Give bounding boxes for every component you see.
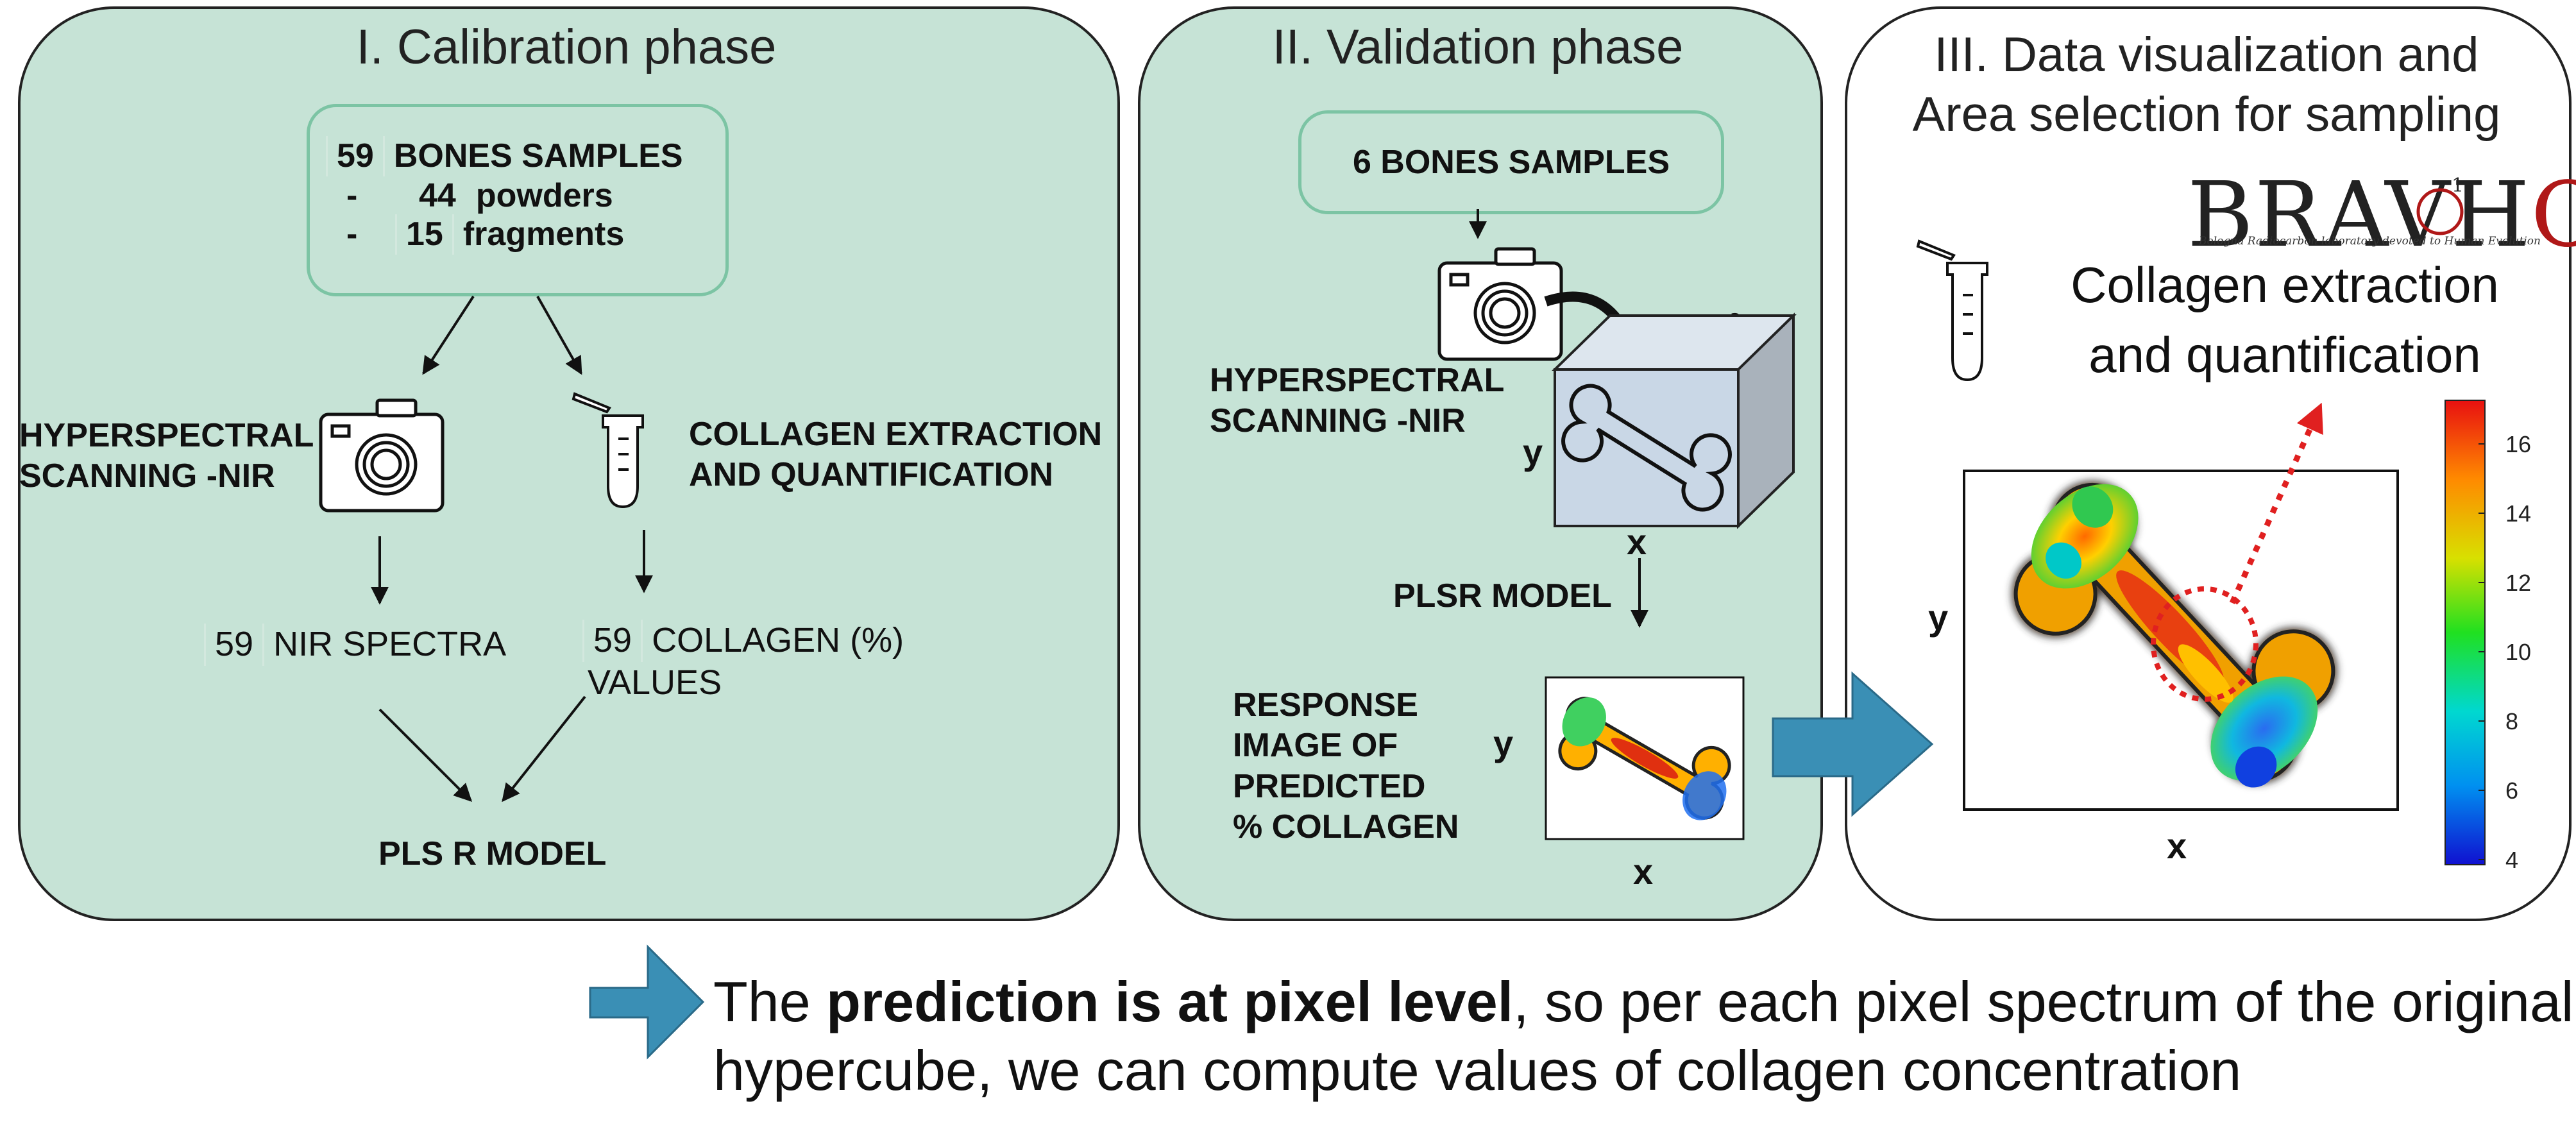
fragments-count: 15 xyxy=(395,214,454,255)
powders-label: powders xyxy=(475,177,613,214)
footer-prefix: The xyxy=(713,970,827,1033)
logo-o-swirl xyxy=(2416,188,2464,235)
cube-y-label: y xyxy=(1523,432,1543,472)
colorbar-tick-14: 14 xyxy=(2505,500,2532,527)
fragments-dash: - xyxy=(346,216,358,253)
response-bone-heatmap xyxy=(1558,697,1731,820)
plsr-model-label: PLSR MODEL xyxy=(1393,577,1612,615)
footer-bold: prediction is at pixel level xyxy=(826,970,1514,1033)
colorbar-tick-marks xyxy=(2479,443,2485,860)
footer-arrow xyxy=(589,944,705,1060)
hyperspectral-line2: SCANNING -NIR xyxy=(19,457,275,495)
calibration-title: I. Calibration phase xyxy=(356,20,777,74)
test-tube-icon xyxy=(572,392,644,509)
bones-samples-box xyxy=(307,104,729,296)
response-line3: PREDICTED xyxy=(1233,767,1426,805)
validation-arrows xyxy=(1469,209,1648,628)
fragments-label: fragments xyxy=(462,216,625,253)
collagen-extraction-label: COLLAGEN EXTRACTION AND QUANTIFICATION xyxy=(689,414,1102,496)
collagen-values-line2: VALUES xyxy=(588,663,722,702)
bravho-logo: BRAVHO xyxy=(2187,163,2576,267)
validation-hyperspectral-label: HYPERSPECTRAL SCANNING -NIR xyxy=(1210,361,1504,442)
viz-collagen-line1: Collagen extraction xyxy=(2071,257,2499,313)
footer-line2: hypercube, we can compute values of coll… xyxy=(713,1039,2242,1103)
nir-label: NIR SPECTRA xyxy=(273,625,507,663)
visualization-title-line2: Area selection for sampling xyxy=(1912,87,2501,142)
logo-text: BRAVH xyxy=(2187,163,2531,267)
viz-test-tube-icon xyxy=(1916,239,1988,382)
colorbar-tick-6: 6 xyxy=(2505,777,2519,804)
colorbar-tick-8: 8 xyxy=(2505,708,2519,734)
cube-x-label: x xyxy=(1627,522,1647,562)
powders-dash: - xyxy=(346,177,358,214)
samples-count: 59 xyxy=(326,136,385,177)
collagen-values-line1: COLLAGEN (%) xyxy=(652,621,904,659)
logo-o: O xyxy=(2530,163,2576,267)
validation-camera-icon xyxy=(1437,247,1563,361)
collagen-line1: COLLAGEN EXTRACTION xyxy=(689,416,1103,453)
powders-count: 44 xyxy=(419,177,456,214)
collagen-line2: AND QUANTIFICATION xyxy=(689,456,1054,494)
visualization-title-line1: III. Data visualization and xyxy=(1934,28,2479,82)
viz-collagen-line2: and quantification xyxy=(2089,327,2481,384)
validation-title: II. Validation phase xyxy=(1272,20,1684,74)
powders-line: - 44 powders xyxy=(346,176,613,216)
validation-hyperspectral-line1: HYPERSPECTRAL xyxy=(1210,362,1505,399)
colorbar-tick-4: 4 xyxy=(2505,847,2519,873)
colorbar-tick-12: 12 xyxy=(2505,570,2532,596)
visualization-title: III. Data visualization and Area selecti… xyxy=(1860,26,2553,144)
validation-samples-label: 6 BONES SAMPLES xyxy=(1352,144,1670,181)
footer-suffix: , so per each pixel spectrum of the orig… xyxy=(1513,970,2574,1033)
colorbar-tick-16: 16 xyxy=(2505,431,2532,457)
calibration-arrows xyxy=(371,295,653,802)
hyperspectral-scanning-label: HYPERSPECTRAL SCANNING -NIR xyxy=(19,416,314,497)
validation-samples-box xyxy=(1298,110,1724,214)
response-line2: IMAGE OF xyxy=(1233,727,1398,765)
response-line4: % COLLAGEN xyxy=(1233,808,1459,846)
panel-transition-arrow xyxy=(1772,671,1934,817)
collagen-count: 59 xyxy=(582,620,643,662)
pls-r-model-label: PLS R MODEL xyxy=(378,835,607,872)
viz-x-label: x xyxy=(2167,826,2187,866)
heatmap-bone xyxy=(2012,480,2337,788)
response-image-label: RESPONSE IMAGE OF PREDICTED % COLLAGEN xyxy=(1233,685,1459,848)
logo-superscript: 1 xyxy=(2452,174,2464,197)
response-x-label: x xyxy=(1633,851,1654,892)
footer-text: The prediction is at pixel level, so per… xyxy=(713,967,2573,1105)
response-line1: RESPONSE xyxy=(1233,686,1418,724)
logo-subtitle: Bologna Radiocarbon laboratory devoted t… xyxy=(2199,235,2541,248)
collagen-extraction-quantification: Collagen extraction and quantification xyxy=(2047,250,2522,390)
sampling-area-circle xyxy=(2151,586,2258,702)
samples-label: BONES SAMPLES xyxy=(393,137,683,174)
viz-y-label: y xyxy=(1928,597,1949,638)
camera-icon xyxy=(319,398,445,513)
bone-icon xyxy=(1561,384,1732,512)
response-y-label: y xyxy=(1493,723,1514,763)
colorbar-tick-10: 10 xyxy=(2505,639,2532,665)
colorbar xyxy=(2445,400,2486,865)
hyperspectral-line1: HYPERSPECTRAL xyxy=(19,417,314,454)
validation-hyperspectral-line2: SCANNING -NIR xyxy=(1210,402,1466,440)
nir-count: 59 xyxy=(204,624,265,666)
